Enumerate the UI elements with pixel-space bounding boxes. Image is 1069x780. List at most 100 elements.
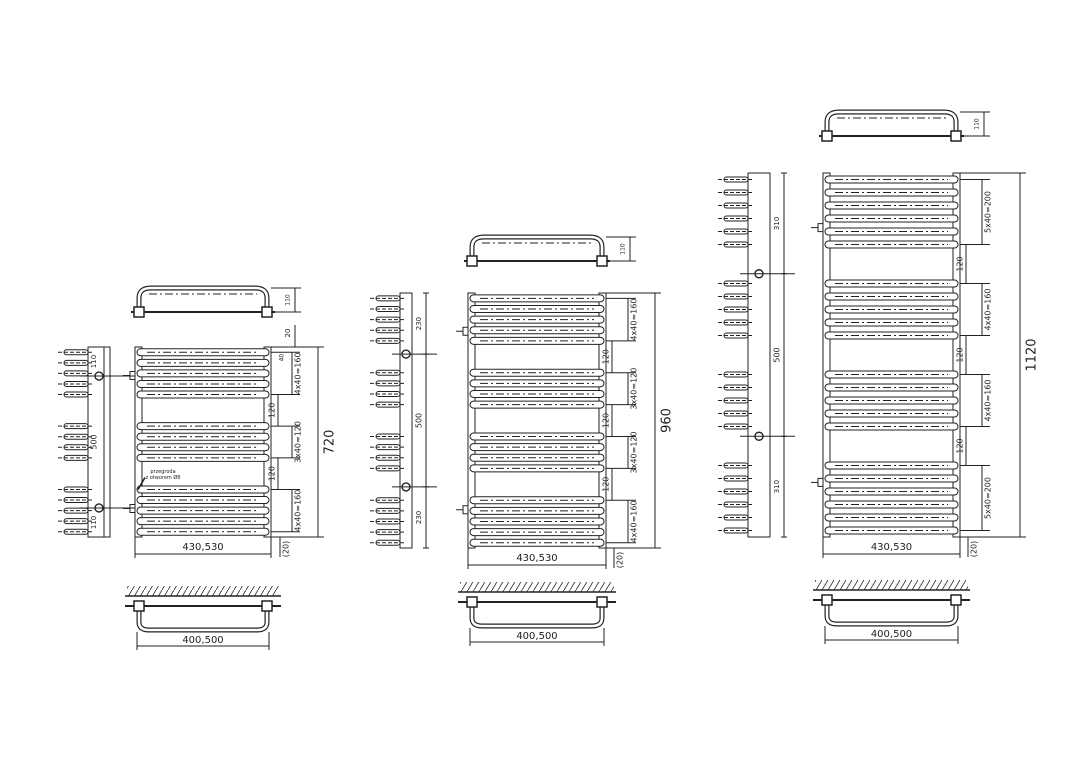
nut-icon	[466, 255, 478, 267]
side-dim-label: 230	[415, 511, 423, 524]
width-label: 430,530	[182, 542, 223, 553]
nut-icon	[821, 130, 833, 142]
tube	[824, 331, 959, 340]
bottom-offset-label: (20)	[616, 552, 625, 568]
wall-width-label: 400,500	[871, 629, 912, 640]
tube	[469, 326, 605, 335]
nut-icon	[596, 596, 608, 608]
side-dim-label: 500	[415, 413, 424, 428]
height-label: 960	[660, 408, 675, 433]
side-column	[87, 346, 111, 538]
tube	[824, 279, 959, 288]
bottom-offset-label: (20)	[282, 541, 291, 557]
wall-hatch	[460, 582, 614, 592]
top-u-inner	[137, 286, 269, 312]
valve-stub	[817, 477, 824, 487]
group-dim-label: 3x40=120	[294, 421, 303, 463]
side-view: 230 500 230	[370, 292, 437, 549]
front-view: 430,5304x40=1601203x40=1201204x40=160720…	[123, 325, 338, 558]
valve-stub	[129, 504, 136, 513]
pitch-label: 40	[279, 354, 286, 362]
tube	[469, 443, 605, 452]
group-dim-label: 5x40=200	[984, 477, 993, 519]
tube	[824, 409, 959, 418]
side-dim-label: 500	[90, 434, 99, 449]
tube	[824, 487, 959, 496]
gap-dim-label: 120	[956, 438, 965, 453]
group-dim-label: 3x40=120	[630, 431, 639, 473]
wall-width-label: 400,500	[182, 635, 223, 646]
tube	[824, 188, 959, 197]
front-view: 430,5305x40=2001204x40=1601204x40=160120…	[811, 172, 1040, 558]
nut-icon	[596, 255, 608, 267]
top-view: 110	[464, 234, 636, 267]
side-dim-label: 230	[415, 317, 423, 330]
side-dim-label: 310	[773, 217, 781, 230]
radiator-960: 430,5304x40=1601203x40=1201203x40=120120…	[370, 234, 675, 646]
gap-dim-label: 120	[956, 347, 965, 362]
wall-u-inner	[825, 600, 958, 626]
tube	[469, 336, 605, 345]
tube	[824, 305, 959, 314]
tube	[469, 315, 605, 324]
tube	[824, 396, 959, 405]
group-dim-label: 4x40=160	[294, 352, 303, 394]
valve-stub	[462, 505, 469, 515]
side-dim-label: 500	[773, 347, 782, 362]
tube	[469, 453, 605, 462]
tube	[469, 506, 605, 515]
group-dim-label: 5x40=200	[984, 191, 993, 233]
right-post	[598, 292, 607, 549]
wall-view: 400,500	[813, 580, 970, 644]
top-view: 110	[819, 109, 990, 142]
side-column	[399, 292, 413, 549]
wall-width-label: 400,500	[516, 631, 557, 642]
tube	[824, 318, 959, 327]
gap-dim-label: 120	[602, 477, 611, 492]
top-view: 110	[131, 285, 301, 318]
tube	[469, 379, 605, 388]
left-post	[822, 172, 831, 538]
group-dim-label: 4x40=160	[630, 299, 639, 341]
tube	[469, 464, 605, 473]
wall-u-inner	[137, 606, 269, 632]
tube	[824, 474, 959, 483]
nut-icon	[133, 600, 145, 612]
tube	[824, 240, 959, 249]
note-leader	[137, 477, 146, 490]
right-post	[263, 346, 272, 538]
group-dim-label: 3x40=120	[630, 368, 639, 410]
nut-icon	[261, 600, 273, 612]
valve-stub	[129, 371, 136, 380]
depth-label: 110	[620, 243, 627, 255]
wall-view: 400,500	[458, 582, 616, 646]
valve-stub	[817, 223, 824, 233]
width-label: 430,530	[871, 542, 912, 553]
tube	[469, 496, 605, 505]
nut-icon	[950, 594, 962, 606]
gap-dim-label: 120	[268, 466, 277, 481]
top-u-inner	[825, 110, 958, 136]
note-hole: z otworem Ø8	[146, 474, 181, 481]
nut-icon	[821, 594, 833, 606]
group-dim-label: 4x40=160	[984, 380, 993, 422]
valve-stub	[462, 326, 469, 336]
gap-dim-label: 120	[602, 413, 611, 428]
tube	[824, 513, 959, 522]
tube	[824, 370, 959, 379]
tube	[469, 368, 605, 377]
note-partition: przegroda	[150, 469, 175, 475]
group-dim-label: 4x40=160	[630, 500, 639, 542]
tube	[824, 422, 959, 431]
wall-hatch	[127, 586, 279, 596]
gap-dim-label: 120	[956, 256, 965, 271]
nut-icon	[950, 130, 962, 142]
tube	[824, 201, 959, 210]
tube	[824, 461, 959, 470]
side-column	[747, 172, 771, 538]
tube	[824, 526, 959, 535]
radiator-1120: 430,5305x40=2001204x40=1601204x40=160120…	[718, 109, 1040, 644]
